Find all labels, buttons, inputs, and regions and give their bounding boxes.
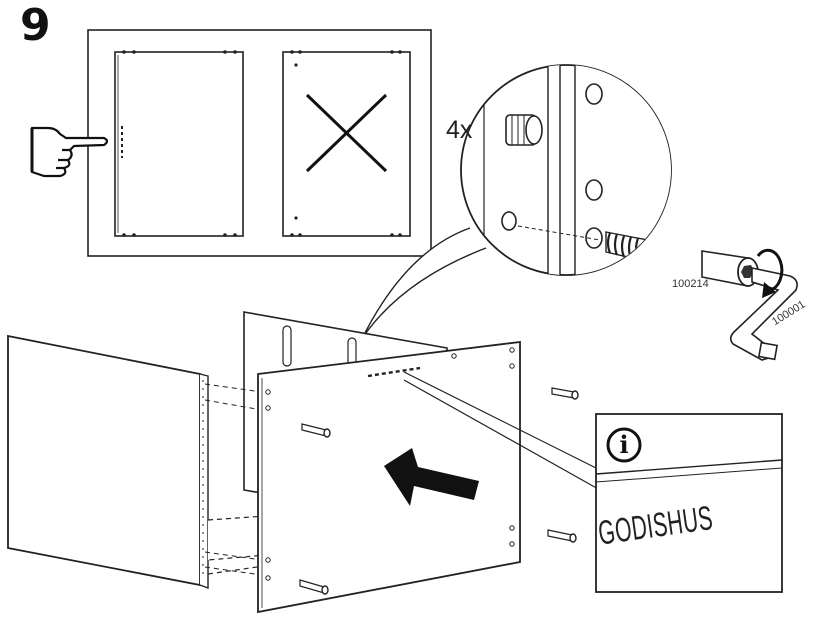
magnified-detail <box>460 64 798 361</box>
pointing-hand-icon <box>30 126 109 178</box>
screw-back-top <box>551 387 579 400</box>
screw-front-bottom <box>299 579 329 595</box>
cabinet-assembly <box>7 311 579 614</box>
cross-icon <box>305 93 388 173</box>
panel-comparison-box <box>87 29 432 257</box>
hex-key <box>729 267 798 361</box>
rotate-clockwise-icon <box>756 248 784 298</box>
screw-back-bottom <box>547 529 577 543</box>
quantity-label: 4x <box>446 116 473 144</box>
step-number: 9 <box>20 0 51 51</box>
info-icon <box>606 427 642 463</box>
label-callout-lines <box>403 371 601 491</box>
label-info-box <box>595 413 783 593</box>
part-number-dowel-screw: 100214 <box>672 278 709 290</box>
dowel-screw <box>605 231 671 275</box>
dowel-pin <box>505 114 543 146</box>
wrong-panel <box>282 50 411 237</box>
screw-front-top <box>301 423 331 438</box>
info-icon-glyph: i <box>619 430 629 459</box>
correct-panel <box>114 50 244 237</box>
arrow-left-icon <box>384 448 479 506</box>
